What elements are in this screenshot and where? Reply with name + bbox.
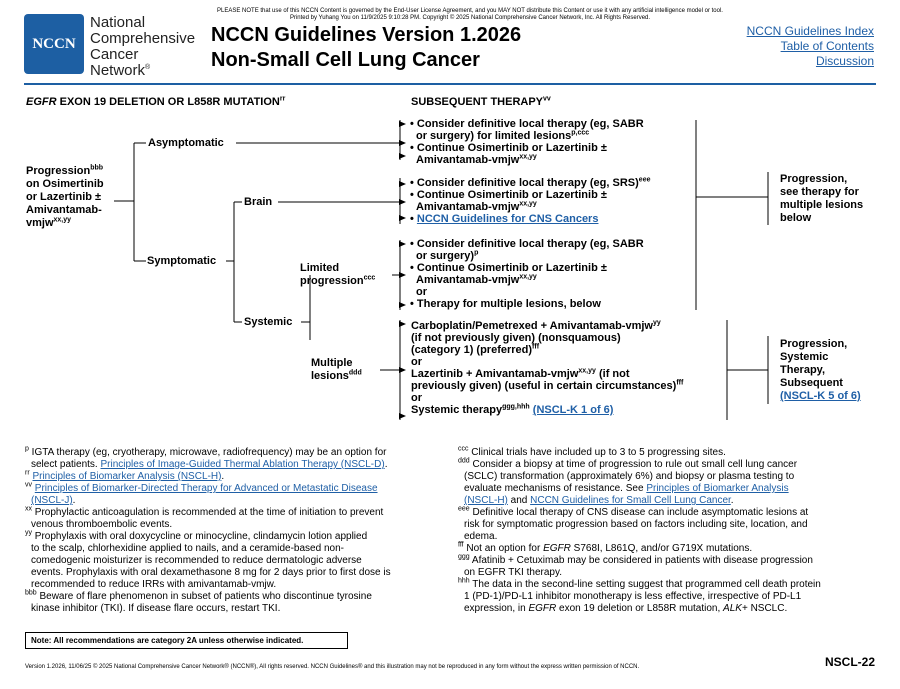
left-section-header: EGFR EXON 19 DELETION OR L858R MUTATIONr… — [26, 95, 286, 108]
igta-link[interactable]: Principles of Image-Guided Thermal Ablat… — [100, 459, 385, 470]
biomarker-directed-therapy-link[interactable]: Principles of Biomarker-Directed Therapy… — [34, 483, 378, 494]
guidelines-index-link[interactable]: NCCN Guidelines Index — [746, 24, 874, 38]
discussion-link[interactable]: Discussion — [815, 54, 874, 68]
footnotes-left: p IGTA therapy (eg, cryotherapy, microwa… — [25, 445, 391, 614]
node-brain: Brain — [244, 196, 273, 208]
footnotes-right: ccc Clinical trials have included up to … — [458, 445, 821, 614]
right-section-header: SUBSEQUENT THERAPYvv — [411, 95, 551, 108]
node-symptomatic: Symptomatic — [147, 255, 217, 267]
top-nav-links: NCCN Guidelines Index Table of Contents … — [747, 24, 874, 69]
category-note: Note: All recommendations are category 2… — [25, 632, 348, 649]
therapy-box-limited: • Consider definitive local therapy (eg,… — [410, 238, 644, 310]
root-node-progression: Progressionbbb on Osimertinib or Lazerti… — [26, 164, 104, 229]
page-subtitle: Non-Small Cell Lung Cancer — [211, 49, 480, 71]
biomarker-analysis-link-2[interactable]: Principles of Biomarker Analysis — [646, 483, 789, 494]
logo-wordmark: National Comprehensive Cancer Network® — [90, 14, 196, 79]
page-id: NSCL-22 — [824, 655, 875, 669]
sclc-guidelines-link[interactable]: NCCN Guidelines for Small Cell Lung Canc… — [530, 495, 731, 506]
biomarker-analysis-link[interactable]: Principles of Biomarker Analysis (NSCL-H… — [32, 471, 222, 482]
therapy-box-multiple: Carboplatin/Pemetrexed + Amivantamab-vmj… — [411, 319, 684, 416]
nsclk-5-link[interactable]: (NSCL-K 5 of 6) — [780, 390, 861, 402]
header-divider — [24, 83, 876, 85]
license-notice: PLEASE NOTE that use of this NCCN Conten… — [217, 8, 723, 21]
therapy-box-asymptomatic: • Consider definitive local therapy (eg,… — [410, 118, 644, 166]
nscl-j-link[interactable]: (NSCL-J) — [31, 495, 73, 506]
table-of-contents-link[interactable]: Table of Contents — [780, 39, 874, 53]
node-limited-progression: Limited progressionccc — [300, 262, 376, 287]
outcome-progression-2: Progression, Systemic Therapy, Subsequen… — [780, 338, 861, 402]
node-multiple-lesions: Multiple lesionsddd — [311, 357, 362, 382]
footer-copyright: Version 1.2026, 11/06/25 © 2025 National… — [25, 664, 640, 670]
therapy-box-brain: • Consider definitive local therapy (eg,… — [410, 176, 651, 225]
nccn-logo-icon: NCCN — [24, 14, 84, 74]
cns-cancers-link[interactable]: NCCN Guidelines for CNS Cancers — [416, 213, 599, 225]
node-asymptomatic: Asymptomatic — [148, 137, 224, 149]
nscl-h-link[interactable]: (NSCL-H) — [464, 495, 508, 506]
node-systemic: Systemic — [244, 316, 293, 328]
page-title: NCCN Guidelines Version 1.2026 — [211, 24, 522, 46]
outcome-progression-1: Progression, see therapy for multiple le… — [780, 173, 864, 224]
nsclk-1-link[interactable]: (NSCL-K 1 of 6) — [532, 404, 614, 416]
